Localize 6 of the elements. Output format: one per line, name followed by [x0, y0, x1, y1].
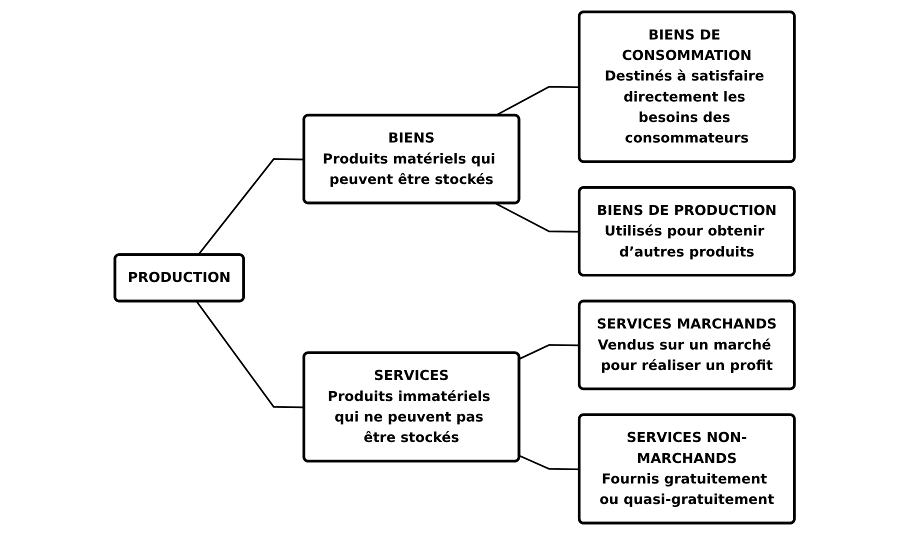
connector: [495, 202, 580, 233]
connector: [196, 300, 305, 408]
connector: [198, 158, 305, 256]
connector: [519, 454, 580, 470]
connector: [519, 344, 580, 360]
connector: [495, 86, 580, 116]
